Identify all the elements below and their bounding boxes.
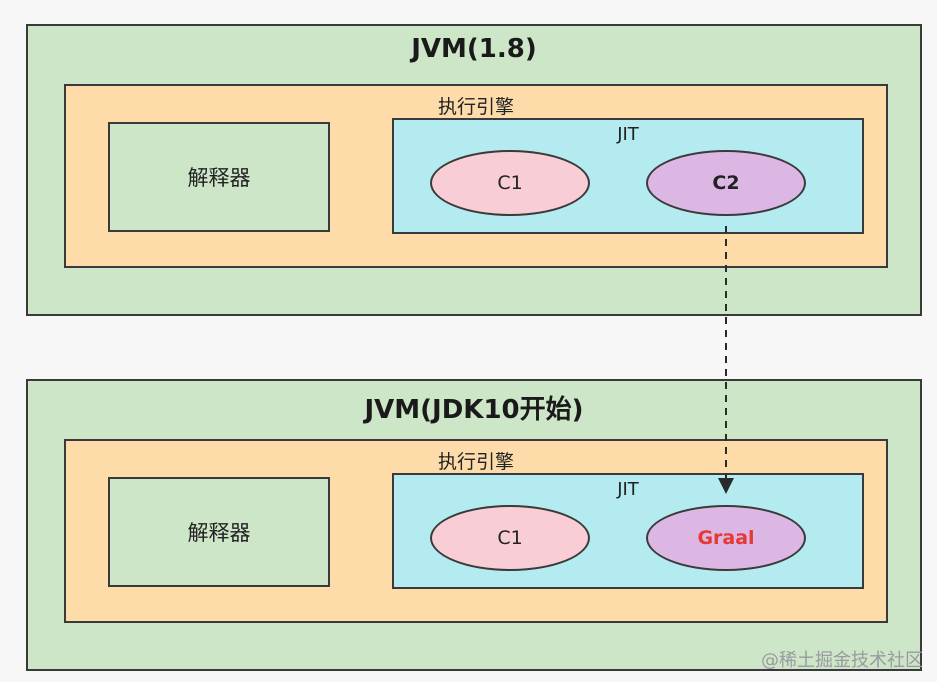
interpreter-box: 解释器	[108, 122, 330, 232]
execution-engine-title: 执行引擎	[437, 451, 514, 473]
graal-compiler-node: Graal	[646, 505, 806, 571]
jvm-1-8-title: JVM(1.8)	[411, 34, 537, 64]
execution-engine-title: 执行引擎	[437, 96, 514, 118]
jit-title: JIT	[617, 479, 639, 500]
interpreter-box: 解释器	[108, 477, 330, 587]
c2-compiler-node: C2	[646, 150, 806, 216]
watermark-text: @稀土掘金技术社区	[761, 650, 923, 671]
jvm-1-8-box: JVM(1.8) 执行引擎 解释器 JIT C1 C2	[26, 24, 922, 316]
jvm-jdk10-box: JVM(JDK10开始) 执行引擎 解释器 JIT C1 Graal	[26, 379, 922, 671]
jit-title: JIT	[617, 124, 639, 145]
c1-compiler-node: C1	[430, 150, 590, 216]
c1-compiler-node: C1	[430, 505, 590, 571]
interpreter-label: 解释器	[187, 166, 251, 190]
jit-box: JIT C1 C2	[392, 118, 864, 234]
jvm-jdk10-title: JVM(JDK10开始)	[364, 395, 584, 425]
jit-box: JIT C1 Graal	[392, 473, 864, 589]
execution-engine-box: 执行引擎 解释器 JIT C1 C2	[64, 84, 888, 268]
interpreter-label: 解释器	[187, 521, 251, 545]
execution-engine-box: 执行引擎 解释器 JIT C1 Graal	[64, 439, 888, 623]
